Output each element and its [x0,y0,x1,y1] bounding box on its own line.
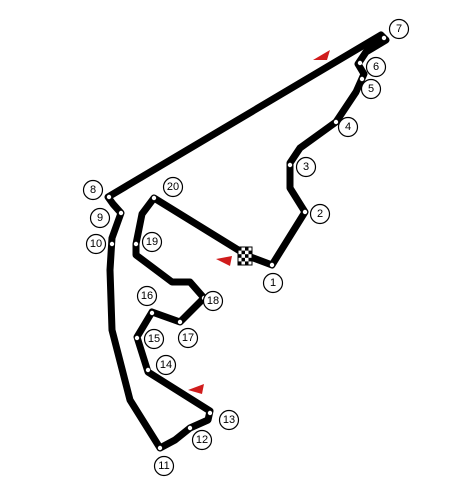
corner-point-9 [118,210,124,216]
drs-marker-icon [216,256,232,266]
svg-text:20: 20 [167,181,179,193]
corner-label-2: 2 [309,203,331,225]
corner-point-10 [109,241,115,247]
corner-label-9: 9 [89,207,111,229]
svg-text:19: 19 [146,236,158,248]
corner-label-7: 7 [388,18,410,40]
corner-label-12: 12 [191,429,213,451]
corner-point-3 [287,162,293,168]
svg-text:5: 5 [368,83,374,95]
corner-point-2 [302,209,308,215]
corner-point-12 [187,425,193,431]
corner-label-15: 15 [143,328,165,350]
corner-label-17: 17 [177,327,199,349]
corner-label-13: 13 [218,409,240,431]
corner-point-14 [145,367,151,373]
svg-text:15: 15 [148,333,160,345]
svg-text:11: 11 [158,460,169,472]
corner-point-16 [149,310,155,316]
corner-label-10: 10 [85,233,107,255]
corner-label-5: 5 [360,78,382,100]
corner-label-3: 3 [295,156,317,178]
corner-point-6 [357,60,363,66]
svg-text:16: 16 [141,290,153,302]
corner-label-4: 4 [337,116,359,138]
corner-label-20: 20 [162,176,184,198]
svg-text:9: 9 [97,212,103,224]
drs-marker-icon [188,384,204,394]
corner-label-11: 11 [153,455,175,477]
corner-label-16: 16 [136,285,158,307]
corner-point-8 [106,194,112,200]
drs-marker-icon [313,50,330,60]
svg-text:18: 18 [207,295,219,307]
svg-text:1: 1 [270,277,276,289]
svg-text:14: 14 [160,359,172,371]
corner-point-4 [333,119,339,125]
corner-label-18: 18 [202,290,224,312]
svg-text:4: 4 [345,121,351,133]
corner-label-1: 1 [262,272,284,294]
corner-point-20 [151,195,157,201]
corner-label-14: 14 [155,354,177,376]
svg-text:3: 3 [303,161,309,173]
svg-text:12: 12 [196,434,208,446]
corner-label-8: 8 [82,179,104,201]
corner-point-11 [157,445,163,451]
corner-point-5 [359,76,365,82]
corner-point-13 [207,410,213,416]
svg-text:8: 8 [90,184,96,196]
corner-label-19: 19 [141,231,163,253]
checkered-flag-icon [237,246,253,266]
corner-point-17 [177,319,183,325]
svg-text:6: 6 [373,61,379,73]
svg-text:10: 10 [90,238,102,250]
corner-label-6: 6 [365,56,387,78]
svg-text:13: 13 [223,414,235,426]
svg-text:17: 17 [182,332,194,344]
corner-point-7 [381,35,387,41]
corner-point-15 [134,335,140,341]
svg-text:2: 2 [317,208,323,220]
track-outline [104,31,390,452]
svg-text:7: 7 [396,23,402,35]
corner-point-1 [269,262,275,268]
corner-point-19 [133,241,139,247]
